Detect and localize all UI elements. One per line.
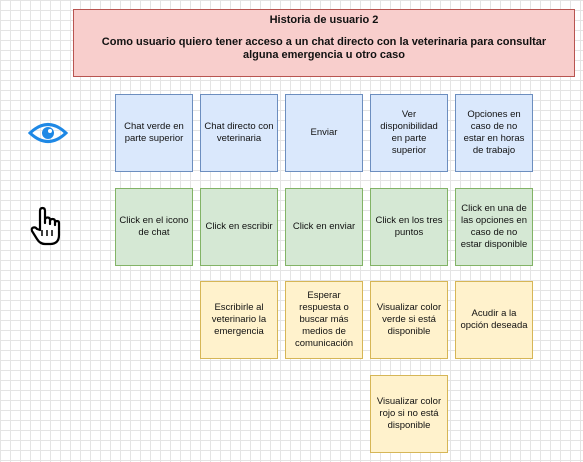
story-description: Como usuario quiero tener acceso a un ch… [101,36,547,61]
click-step-5: Click en una de las opciones en caso de … [455,188,533,266]
click-step-1: Click en el icono de chat [115,188,193,266]
view-step-5: Opciones en caso de no estar en horas de… [455,94,533,172]
view-step-2: Chat directo con veterinaria [200,94,278,172]
result-step-1: Escribirle al veterinario la emergencia [200,281,278,359]
click-step-2: Click en escribir [200,188,278,266]
view-step-1: Chat verde en parte superior [115,94,193,172]
view-step-4: Ver disponibilidad en parte superior [370,94,448,172]
view-step-3: Enviar [285,94,363,172]
user-story-header: Historia de usuario 2 Como usuario quier… [73,9,575,77]
result-step-4: Acudir a la opción deseada [455,281,533,359]
result-step-extra: Visualizar color rojo si no está disponi… [370,375,448,453]
story-title: Historia de usuario 2 [269,14,379,26]
result-step-3: Visualizar color verde si está disponibl… [370,281,448,359]
click-step-4: Click en los tres puntos [370,188,448,266]
eye-icon [28,123,68,143]
click-step-3: Click en enviar [285,188,363,266]
result-step-2: Esperar respuesta o buscar más medios de… [285,281,363,359]
hand-pointer-icon [30,206,61,246]
